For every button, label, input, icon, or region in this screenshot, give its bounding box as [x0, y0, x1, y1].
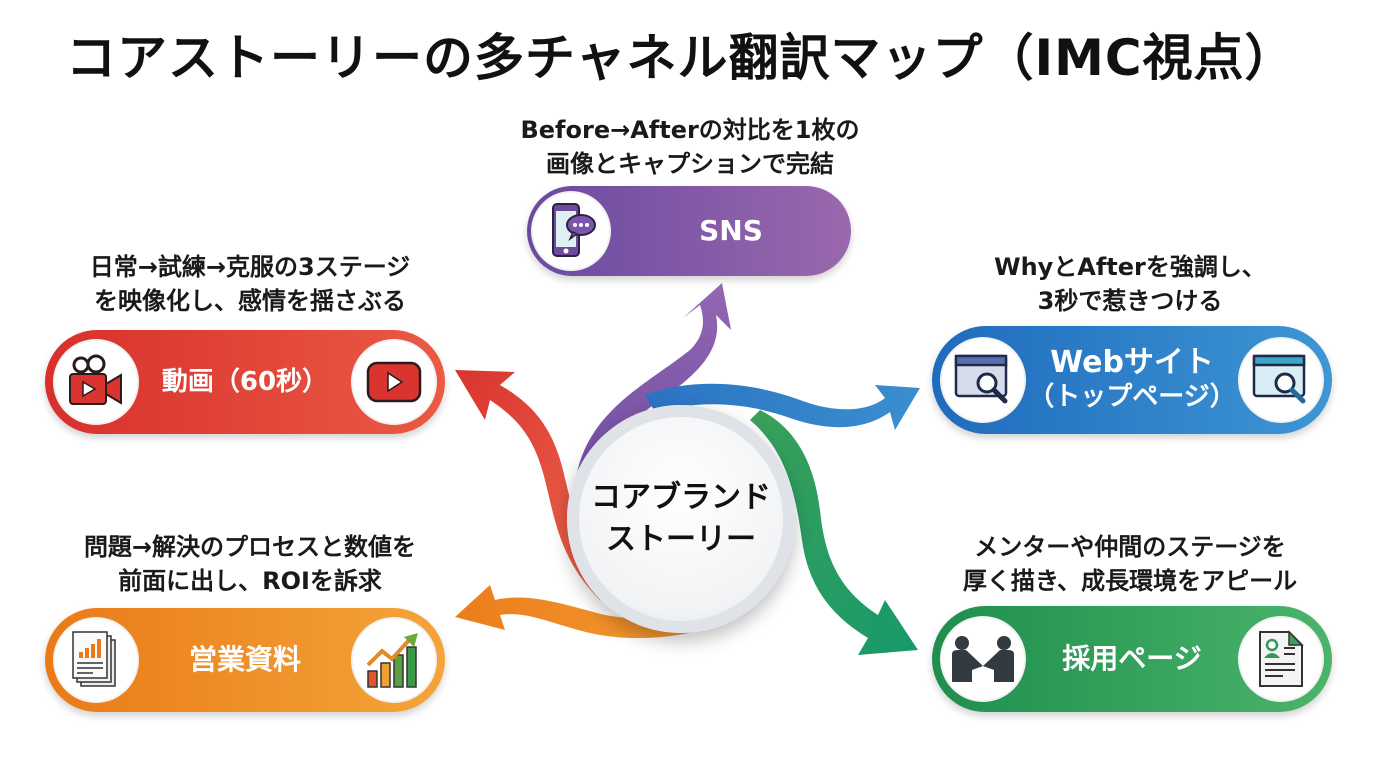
- sns-desc-line1: Before→Afterの対比を1枚の: [520, 116, 860, 144]
- smartphone-chat-icon: [531, 191, 611, 271]
- core-brand-story-circle: コアブランドストーリー: [567, 405, 795, 633]
- sales-channel[interactable]: 営業資料: [45, 608, 445, 712]
- video-camera-icon: [53, 339, 139, 425]
- sns-desc-line2: 画像とキャプションで完結: [546, 150, 834, 178]
- center-line1: コアブランド: [591, 480, 771, 515]
- page-title: コアストーリーの多チャネル翻訳マップ（IMC視点）: [66, 29, 1296, 87]
- recruit-label: 採用ページ: [1062, 642, 1202, 675]
- document-chart-icon: [53, 617, 139, 703]
- web-channel[interactable]: Webサイト （トップページ）: [932, 326, 1332, 434]
- video-label: 動画（60秒）: [161, 367, 329, 397]
- arrow-to-web: [645, 383, 920, 430]
- browser-search-icon: [1238, 337, 1324, 423]
- web-label-line1: Webサイト: [1050, 345, 1214, 380]
- video-description: 日常→試練→克服の3ステージ を映像化し、感情を揺さぶる: [40, 250, 460, 318]
- sales-description: 問題→解決のプロセスと数値を 前面に出し、ROIを訴求: [40, 530, 460, 598]
- growth-chart-icon: [351, 617, 437, 703]
- web-label: Webサイト （トップページ）: [1026, 346, 1238, 414]
- web-description: WhyとAfterを強調し、 3秒で惹きつける: [920, 250, 1340, 318]
- sales-desc-line1: 問題→解決のプロセスと数値を: [83, 533, 417, 561]
- recruit-desc-line1: メンターや仲間のステージを: [974, 533, 1286, 561]
- play-button-icon: [351, 339, 437, 425]
- web-label-line2: （トップページ）: [1028, 382, 1236, 412]
- web-desc-line2: 3秒で惹きつける: [1037, 287, 1223, 315]
- center-line2: ストーリー: [606, 522, 756, 557]
- browser-search-icon: [940, 337, 1026, 423]
- video-channel[interactable]: 動画（60秒）: [45, 330, 445, 434]
- video-desc-line1: 日常→試練→克服の3ステージ: [89, 253, 411, 281]
- resume-icon: [1238, 616, 1324, 702]
- video-desc-line2: を映像化し、感情を揺さぶる: [94, 287, 406, 315]
- sns-channel[interactable]: SNS: [527, 186, 851, 276]
- sales-label: 営業資料: [188, 643, 301, 676]
- web-desc-line1: WhyとAfterを強調し、: [994, 253, 1266, 281]
- arrow-to-recruit: [750, 410, 918, 655]
- sns-label: SNS: [699, 214, 763, 247]
- handshake-icon: [940, 616, 1026, 702]
- sales-desc-line2: 前面に出し、ROIを訴求: [118, 567, 382, 595]
- recruit-description: メンターや仲間のステージを 厚く描き、成長環境をアピール: [920, 530, 1340, 598]
- sns-description: Before→Afterの対比を1枚の 画像とキャプションで完結: [480, 113, 900, 181]
- recruit-desc-line2: 厚く描き、成長環境をアピール: [962, 567, 1298, 595]
- recruit-channel[interactable]: 採用ページ: [932, 606, 1332, 712]
